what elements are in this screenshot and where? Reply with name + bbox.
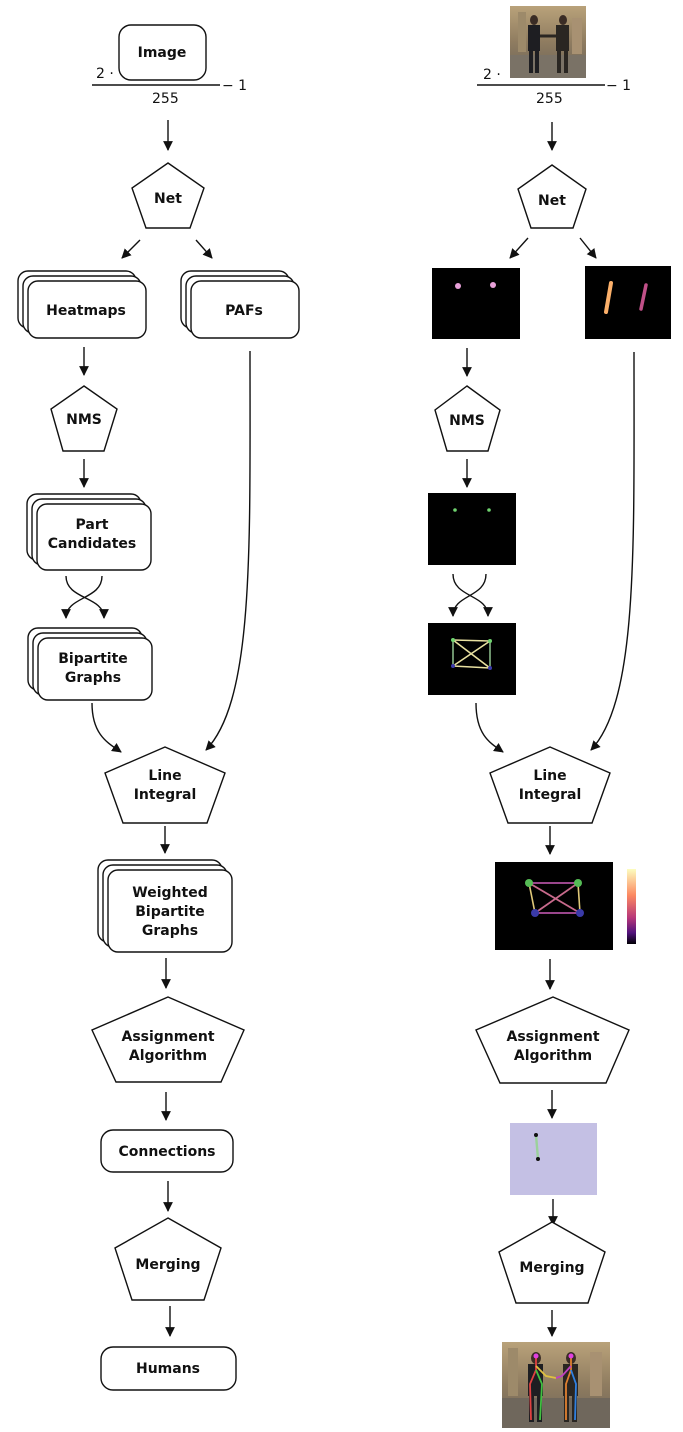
pafs-stack: PAFs xyxy=(180,270,300,339)
right-line-integral-node: Line Integral xyxy=(489,746,611,824)
humans-result-photo xyxy=(502,1342,610,1428)
svg-text:Bipartite: Bipartite xyxy=(135,904,205,920)
paf-output-image xyxy=(585,266,671,339)
line-integral-node: Line Integral xyxy=(104,746,226,824)
arrow-net-to-heatmaps xyxy=(121,239,141,259)
arrow-right-net-to-heatmap xyxy=(509,237,529,259)
left-formula-multiplier: 2 · xyxy=(96,66,114,82)
image-label: Image xyxy=(138,45,187,61)
svg-text:Algorithm: Algorithm xyxy=(514,1048,592,1064)
left-column: Image 2 · 255 − 1 Net Heatmaps PAFs xyxy=(17,24,300,1391)
svg-text:Humans: Humans xyxy=(136,1361,200,1377)
arrow-right-paf-to-integral xyxy=(590,351,635,751)
svg-text:Merging: Merging xyxy=(135,1257,200,1273)
right-column: 2 · 255 − 1 Net NMS xyxy=(428,6,671,1428)
arrow-candidates-cross-b xyxy=(61,575,103,619)
right-merging-node: Merging xyxy=(498,1221,606,1304)
arrow-pafs-to-integral xyxy=(205,350,251,751)
right-formula-denominator: 255 xyxy=(536,91,563,107)
right-formula-multiplier: 2 · xyxy=(483,67,501,83)
svg-text:Integral: Integral xyxy=(519,787,582,803)
svg-text:Assignment: Assignment xyxy=(506,1029,599,1045)
arrow-right-cross-b xyxy=(448,573,487,617)
bipartite-graph-image xyxy=(428,623,516,695)
svg-text:Line: Line xyxy=(533,768,566,784)
right-nms-node: NMS xyxy=(434,385,501,452)
merging-node: Merging xyxy=(114,1217,222,1301)
svg-text:Graphs: Graphs xyxy=(142,923,198,939)
humans-node: Humans xyxy=(100,1346,237,1391)
part-candidates-stack: Part Candidates xyxy=(26,493,152,571)
arrow-right-bipartite-to-integral xyxy=(475,702,504,753)
right-normalization-formula: 2 · 255 − 1 xyxy=(477,6,631,107)
left-formula-denominator: 255 xyxy=(152,91,179,107)
svg-text:Net: Net xyxy=(154,191,182,207)
connections-image xyxy=(510,1123,597,1195)
svg-text:Heatmaps: Heatmaps xyxy=(46,303,126,319)
weighted-graph-image xyxy=(495,862,613,950)
svg-text:NMS: NMS xyxy=(449,413,485,429)
left-normalization-formula: Image 2 · 255 − 1 xyxy=(92,24,247,107)
net-node: Net xyxy=(131,162,205,229)
heatmap-output-image xyxy=(432,268,520,339)
svg-text:PAFs: PAFs xyxy=(225,303,263,319)
arrow-right-net-to-paf xyxy=(579,237,597,259)
weighted-bipartite-graphs-stack: Weighted Bipartite Graphs xyxy=(97,859,233,953)
svg-text:Graphs: Graphs xyxy=(65,670,121,686)
input-photo xyxy=(510,6,586,78)
svg-text:Merging: Merging xyxy=(519,1260,584,1276)
svg-text:Net: Net xyxy=(538,193,566,209)
nms-node: NMS xyxy=(50,385,118,452)
svg-text:Candidates: Candidates xyxy=(48,536,137,552)
svg-text:Connections: Connections xyxy=(118,1144,215,1160)
right-formula-minus: − 1 xyxy=(606,78,631,94)
svg-text:Algorithm: Algorithm xyxy=(129,1048,207,1064)
svg-text:Line: Line xyxy=(148,768,181,784)
arrow-bipartite-to-integral xyxy=(91,702,122,753)
assignment-algorithm-node: Assignment Algorithm xyxy=(91,996,245,1083)
svg-text:Part: Part xyxy=(76,517,109,533)
left-formula-minus: − 1 xyxy=(222,78,247,94)
right-net-node: Net xyxy=(517,164,587,229)
arrow-net-to-pafs xyxy=(195,239,213,259)
colorbar xyxy=(627,869,636,944)
svg-text:Bipartite: Bipartite xyxy=(58,651,128,667)
connections-node: Connections xyxy=(100,1129,234,1173)
image-box xyxy=(118,24,207,81)
svg-text:NMS: NMS xyxy=(66,412,102,428)
heatmaps-stack: Heatmaps xyxy=(17,270,147,339)
bipartite-graphs-stack: Bipartite Graphs xyxy=(27,627,153,701)
svg-text:Integral: Integral xyxy=(134,787,197,803)
svg-text:Weighted: Weighted xyxy=(132,885,207,901)
svg-text:Assignment: Assignment xyxy=(121,1029,214,1045)
part-candidates-image xyxy=(428,493,516,565)
right-assignment-algorithm-node: Assignment Algorithm xyxy=(475,996,630,1084)
